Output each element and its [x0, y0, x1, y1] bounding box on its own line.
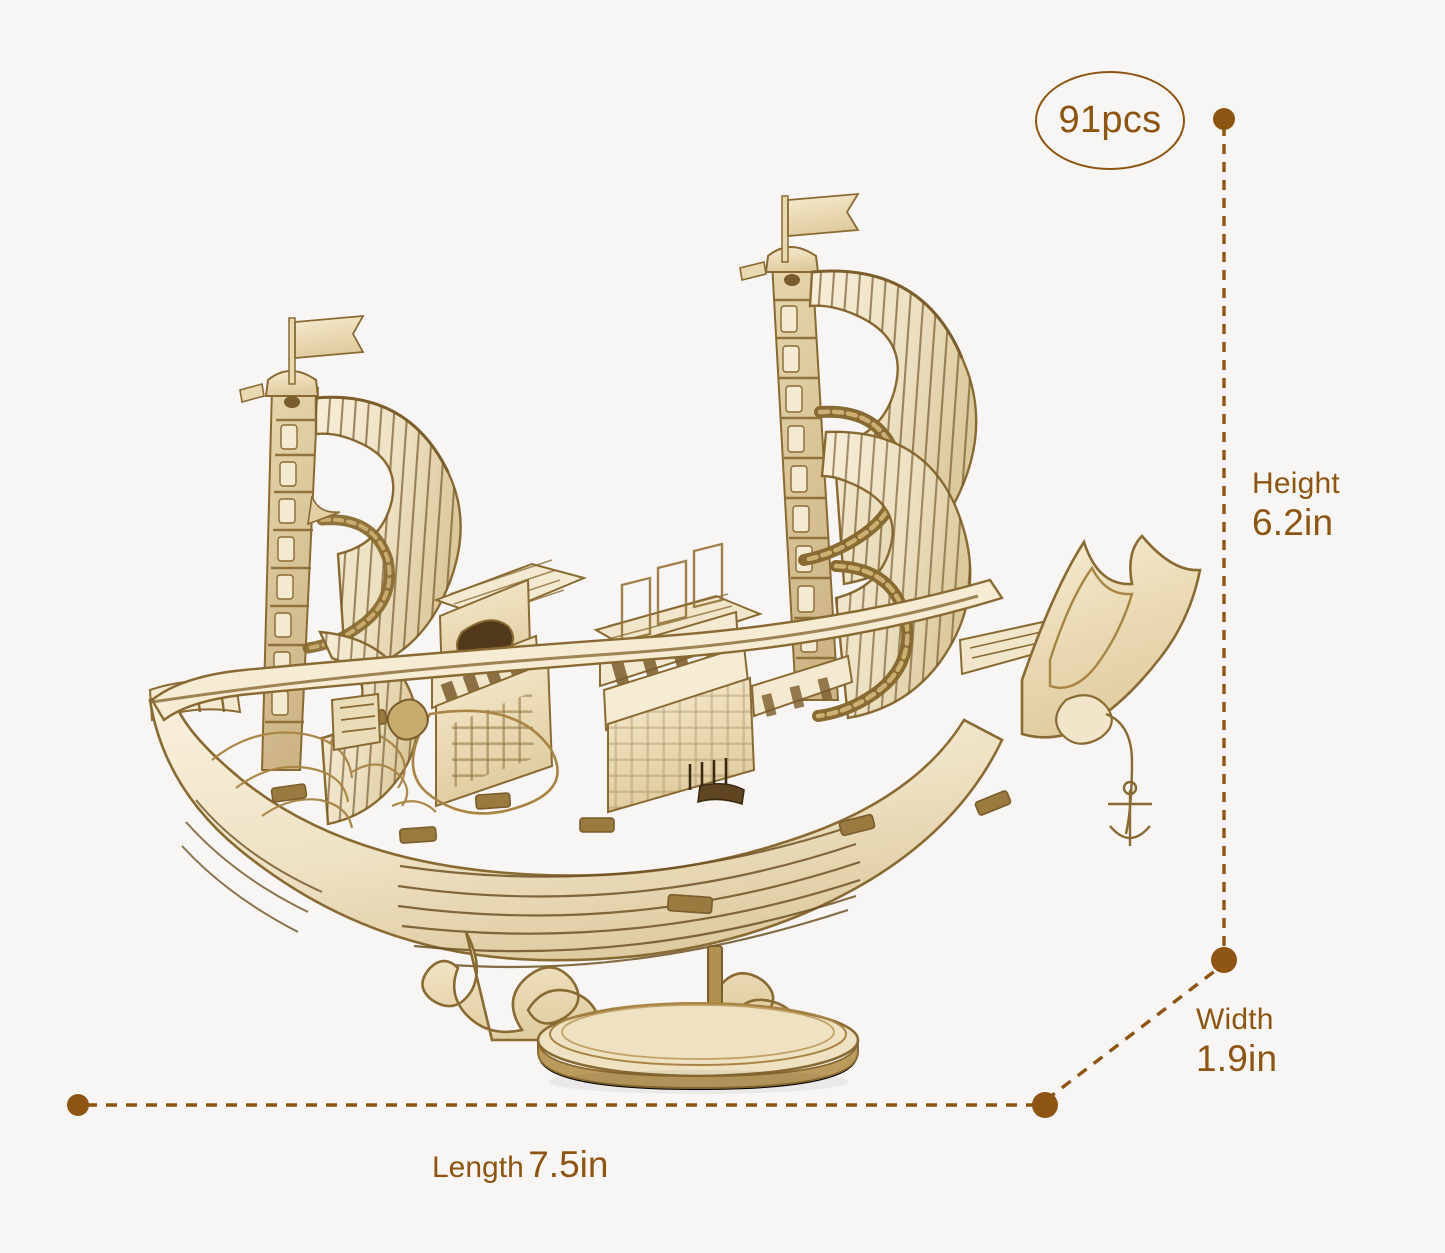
height-label-value: 6.2in	[1252, 502, 1334, 544]
width-dimension-line	[1044, 965, 1222, 1102]
width-label-name: Width	[1196, 1003, 1274, 1036]
height-dimension-label: Height 6.2in	[1252, 466, 1340, 545]
length-left-vertex-dot	[67, 1094, 89, 1116]
pieces-count-text: 91pcs	[1058, 99, 1162, 141]
height-bottom-vertex-dot	[1211, 947, 1237, 973]
width-dimension-label: Width 1.9in	[1196, 1002, 1277, 1081]
length-label-value: 7.5in	[528, 1144, 609, 1185]
length-label-name: Length	[432, 1151, 524, 1184]
height-top-vertex-dot	[1213, 108, 1235, 130]
length-dimension-label: Length 7.5in	[432, 1144, 608, 1186]
length-right-vertex-dot	[1032, 1092, 1058, 1118]
width-label-value: 1.9in	[1196, 1038, 1278, 1080]
height-label-name: Height	[1252, 467, 1340, 500]
pieces-count-badge: 91pcs	[1035, 71, 1185, 170]
